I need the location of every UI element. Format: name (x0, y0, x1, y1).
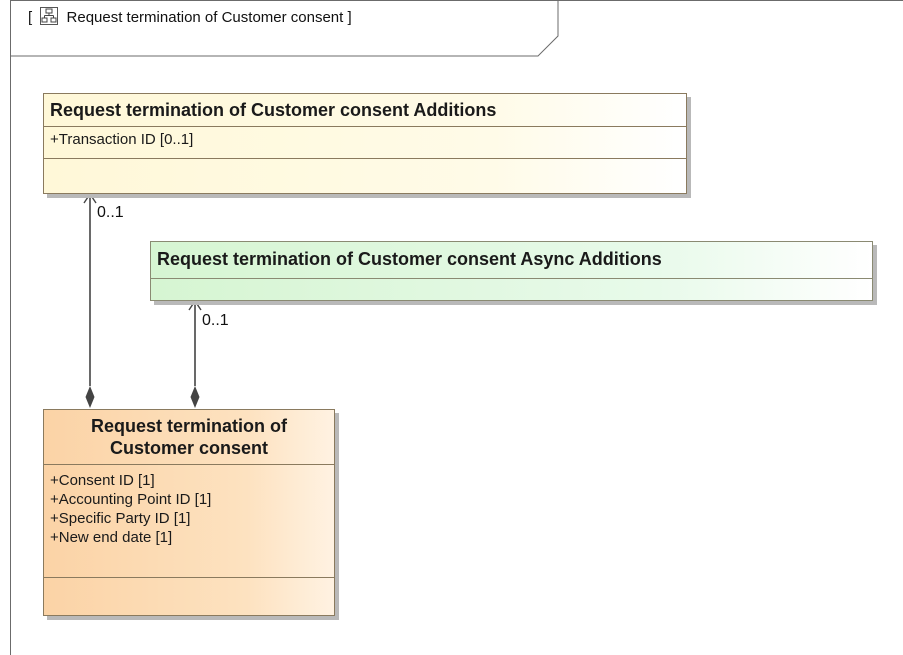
multiplicity-async-additions: 0..1 (202, 312, 229, 329)
class-async-additions[interactable]: Request termination of Customer consent … (150, 241, 873, 301)
attribute-accounting-point-id: +Accounting Point ID [1] (50, 491, 212, 508)
class-name-line2: Customer consent (109, 438, 269, 458)
attribute-specific-party-id: +Specific Party ID [1] (50, 510, 191, 527)
composition-diamond-async-additions (190, 386, 200, 408)
attribute-transaction-id: +Transaction ID [0..1] (50, 131, 194, 148)
class-name-async-additions: Request termination of Customer consent … (151, 242, 872, 279)
attribute-compartment-main: +Consent ID [1] +Accounting Point ID [1]… (44, 465, 334, 578)
composition-diamond-additions (85, 386, 95, 408)
frame-tab (10, 0, 559, 57)
multiplicity-additions: 0..1 (97, 204, 124, 221)
frame-title-label: [ Request termination of Customer consen… (28, 7, 352, 26)
class-request-termination[interactable]: Request termination of Customer consent … (43, 409, 335, 616)
diagram-frame (10, 0, 903, 655)
association-arrowhead-async-additions (188, 299, 202, 311)
class-name-additions: Request termination of Customer consent … (44, 94, 686, 127)
open-bracket: [ (28, 9, 33, 26)
class-name-line1: Request termination of (90, 416, 287, 436)
class-name-request-termination: Request termination of Customer consent (44, 410, 334, 465)
attribute-new-end-date: +New end date [1] (50, 529, 173, 546)
close-bracket: ] (347, 9, 352, 26)
attribute-consent-id: +Consent ID [1] (50, 472, 155, 489)
frame-title: Request termination of Customer consent (66, 9, 344, 26)
association-arrowhead-additions (83, 192, 97, 204)
class-additions[interactable]: Request termination of Customer consent … (43, 93, 687, 194)
attribute-compartment-additions: +Transaction ID [0..1] (44, 127, 686, 159)
class-diagram-icon (40, 7, 59, 25)
